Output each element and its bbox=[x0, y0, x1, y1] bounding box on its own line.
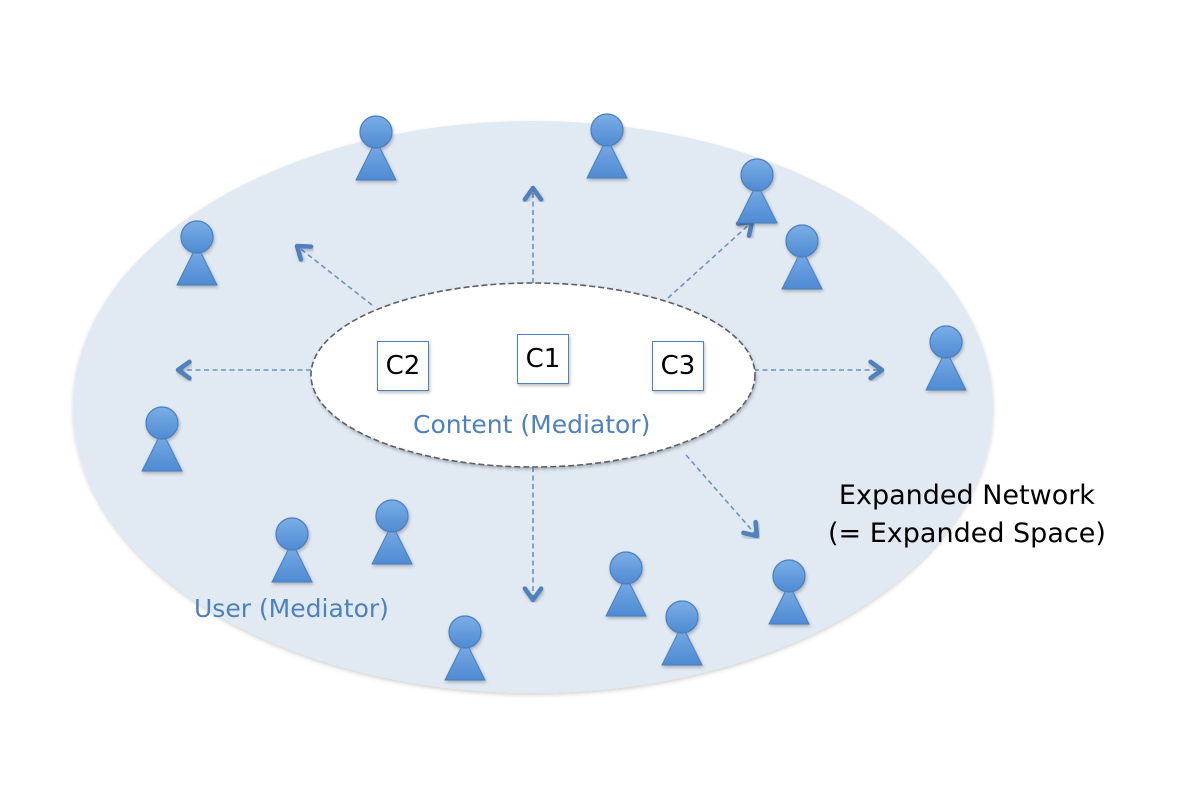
arrows-group bbox=[175, 185, 885, 603]
expanded-network-subtitle: (= Expanded Space) bbox=[828, 518, 1106, 549]
content-label-c1: C1 bbox=[525, 344, 561, 374]
arrow-down-right bbox=[685, 454, 760, 539]
person-icon bbox=[355, 115, 397, 181]
user-mediator-label: User (Mediator) bbox=[194, 594, 389, 623]
person-icon bbox=[781, 224, 823, 290]
arrow-up-left bbox=[294, 243, 373, 306]
person-icon bbox=[768, 559, 810, 625]
arrow-up bbox=[522, 185, 544, 283]
person-icon bbox=[925, 325, 967, 391]
users-group bbox=[141, 113, 967, 681]
arrow-down bbox=[522, 467, 544, 603]
content-box-c1: C1 bbox=[517, 334, 569, 384]
content-label-c2: C2 bbox=[385, 351, 421, 381]
expanded-network-title: Expanded Network bbox=[838, 480, 1095, 511]
person-icon bbox=[271, 517, 313, 583]
person-icon bbox=[605, 551, 647, 617]
content-label-c3: C3 bbox=[660, 351, 696, 381]
person-icon bbox=[444, 615, 486, 681]
person-icon bbox=[736, 158, 778, 224]
person-icon bbox=[586, 113, 628, 179]
person-icon bbox=[176, 220, 218, 286]
content-box-c2: C2 bbox=[377, 341, 429, 391]
content-mediator-label: Content (Mediator) bbox=[413, 410, 651, 439]
person-icon bbox=[371, 499, 413, 565]
content-box-c3: C3 bbox=[652, 341, 704, 391]
person-icon bbox=[141, 406, 183, 472]
arrow-right bbox=[754, 359, 885, 381]
expanded-network-label: Expanded Network (= Expanded Space) bbox=[828, 477, 1106, 553]
arrow-left bbox=[175, 359, 311, 381]
person-icon bbox=[661, 600, 703, 666]
